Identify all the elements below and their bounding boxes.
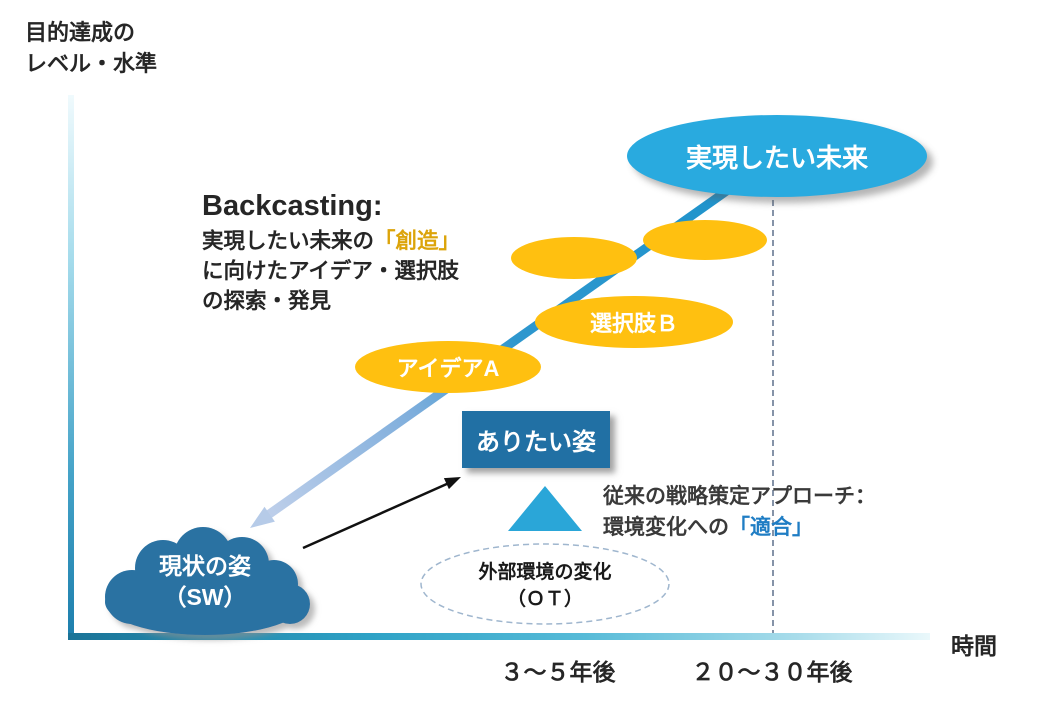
x-tick-mid-term: ３～５年後: [500, 659, 616, 685]
backcasting-line1: 実現したい未来の「創造」: [202, 226, 460, 256]
y-axis-label-line2: レベル・水準: [25, 51, 158, 76]
x-tick-long-term: ２０～３０年後: [691, 659, 853, 685]
node-option-b-ellipse: 選択肢Ｂ: [535, 296, 733, 348]
forecast-arrowhead-icon: [443, 477, 461, 490]
node-desired-state-box: ありたい姿: [462, 411, 610, 468]
node-future-label: 実現したい未来: [685, 142, 868, 173]
adaptation-triangle-icon: [508, 486, 582, 531]
current-state-line1: 現状の姿: [159, 553, 251, 579]
node-unlabeled-ellipse-right: [643, 220, 767, 260]
forecasting-note: 従来の戦略策定アプローチ： 環境変化への「適合」: [603, 481, 876, 543]
current-state-cloud: [105, 527, 310, 635]
forecasting-note-line2: 環境変化への「適合」: [603, 512, 876, 543]
y-axis: [68, 95, 74, 636]
backcasting-arrowhead-icon: [250, 506, 275, 528]
current-state-line2: （SW）: [163, 584, 247, 610]
y-axis-label-line1: 目的達成の: [25, 20, 136, 45]
backcasting-line1-gold: 「創造」: [374, 229, 461, 253]
node-option-b-label: 選択肢Ｂ: [589, 311, 678, 336]
backcasting-title: Backcasting:: [202, 190, 383, 222]
x-axis: [68, 633, 930, 640]
external-environment-line1: 外部環境の変化: [478, 562, 612, 583]
x-axis-label: 時間: [951, 633, 997, 659]
external-environment-ellipse: [420, 543, 670, 625]
current-state-label: 現状の姿 （SW）: [159, 551, 251, 613]
backcasting-line3: の探索・発見: [202, 289, 332, 313]
node-idea-a-label: アイデアA: [396, 356, 500, 381]
backcasting-note: Backcasting: 実現したい未来の「創造」 に向けたアイデア・選択肢 の…: [202, 189, 460, 316]
node-idea-a-ellipse: アイデアA: [355, 341, 541, 393]
external-environment-label: 外部環境の変化 （ＯＴ）: [478, 559, 611, 613]
backcasting-line2: に向けたアイデア・選択肢: [202, 259, 459, 283]
forecasting-note-line2-black: 環境変化への: [603, 516, 729, 539]
forecasting-note-line1: 従来の戦略策定アプローチ：: [603, 485, 876, 508]
external-environment-line2: （ＯＴ）: [506, 589, 584, 610]
node-desired-state-label: ありたい姿: [476, 429, 596, 456]
y-axis-label: 目的達成の レベル・水準: [25, 17, 157, 79]
forecast-arrow-shaft: [302, 481, 450, 550]
node-future-ellipse: 実現したい未来: [627, 115, 927, 197]
backcasting-line1-black: 実現したい未来の: [202, 229, 375, 253]
forecasting-note-line2-blue: 「適合」: [729, 516, 813, 539]
node-unlabeled-ellipse-left: [511, 237, 637, 279]
